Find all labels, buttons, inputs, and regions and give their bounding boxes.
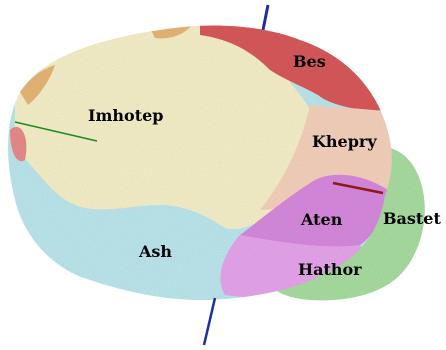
label-bes: Bes xyxy=(293,52,326,71)
label-hathor: Hathor xyxy=(298,260,362,279)
label-khepry: Khepry xyxy=(312,132,377,151)
label-ash: Ash xyxy=(138,242,172,261)
z-axis-line-bottom xyxy=(204,298,215,345)
label-bastet: Bastet xyxy=(383,209,441,228)
label-aten: Aten xyxy=(300,210,343,229)
label-imhotep: Imhotep xyxy=(88,106,163,125)
